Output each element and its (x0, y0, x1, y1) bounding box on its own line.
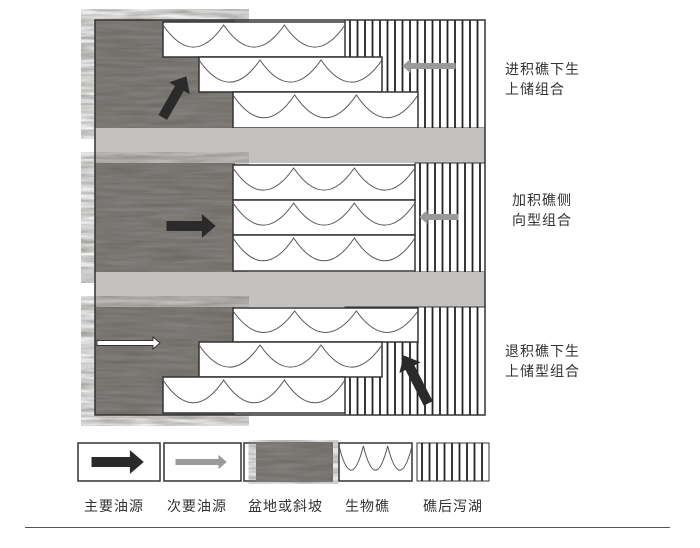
reef-layer-wave (232, 237, 416, 262)
reef-layer (232, 199, 416, 236)
reef-layer-wave (232, 310, 419, 333)
legend-box-reef-wave (338, 445, 413, 471)
label-line: 进积礁下生 (505, 62, 580, 78)
label-line: 退积礁下生 (505, 344, 580, 360)
reef-layer (232, 164, 416, 201)
main-source-arrow (158, 76, 190, 120)
reef-layer (232, 307, 419, 343)
legend-label-back-reef-lagoon: 礁后泻湖 (423, 499, 483, 515)
gray-band-1 (95, 128, 485, 163)
secondary-source-arrow (402, 58, 456, 74)
label-line: 向型组合 (512, 213, 572, 229)
main-source-arrow (399, 355, 433, 406)
reef-layer-wave (198, 344, 383, 368)
reef-layer (232, 91, 419, 129)
secondary-source-arrow (419, 209, 459, 225)
label-line: 上储型组合 (505, 364, 580, 380)
secondary-source-arrow (96, 335, 161, 351)
reef-layer (232, 234, 416, 272)
reef-layer-wave (232, 94, 419, 119)
group-label-aggradational: 加积礁侧向型组合 (512, 191, 572, 231)
diagram-frame (94, 19, 486, 416)
label-line: 上储组合 (505, 82, 565, 98)
legend-secondary-arrow-icon (175, 454, 227, 470)
reef-layer (198, 56, 383, 93)
reef-layer-wave (162, 24, 346, 48)
reef-layer-wave (198, 59, 383, 83)
legend-label-main-source: 主要油源 (84, 499, 144, 515)
reef-layer-wave (232, 202, 416, 226)
group-label-progradational: 进积礁下生上储组合 (505, 60, 580, 100)
divider-line (25, 527, 670, 528)
main-source-arrow (166, 214, 216, 238)
reef-layer (162, 21, 346, 58)
legend-box-lagoon (416, 442, 490, 482)
reef-layer-wave (162, 379, 346, 404)
reef-layer-wave (232, 167, 416, 191)
gray-band-2 (95, 272, 485, 307)
legend-main-arrow-icon (91, 450, 144, 474)
group-label-retrogradational: 退积礁下生上储型组合 (505, 342, 580, 382)
reef-layer (162, 376, 346, 414)
basin-slope-2-texture (95, 163, 235, 272)
reef-layer (198, 341, 383, 378)
legend-box-reef (338, 442, 413, 482)
label-line: 加积礁侧 (512, 193, 572, 209)
legend-label-reef: 生物礁 (345, 499, 390, 515)
legend-basin-swatch-texture (256, 444, 331, 480)
legend-label-basin-slope: 盆地或斜坡 (248, 499, 323, 515)
legend-label-secondary-source: 次要油源 (167, 499, 227, 515)
